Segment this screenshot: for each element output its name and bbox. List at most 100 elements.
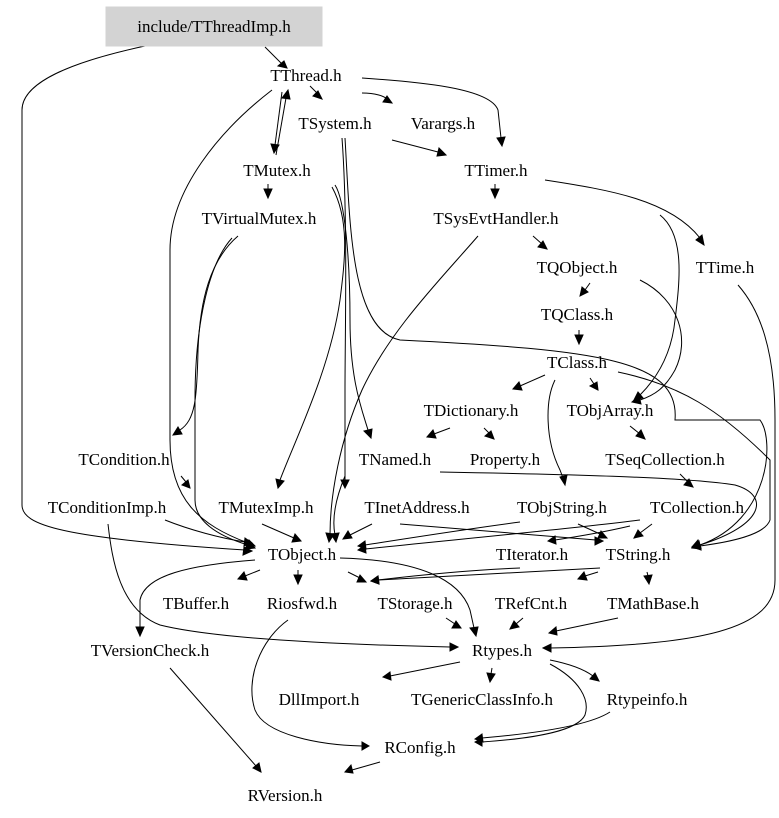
edge-tdictionary-to-tnamed	[426, 427, 451, 439]
node-tgenericclassinfo[interactable]: TGenericClassInfo.h	[411, 690, 554, 709]
edge-tcollection-to-titerator	[546, 525, 631, 545]
node-root[interactable]: include/TThreadImp.h	[137, 17, 291, 36]
edge-ttime-to-rtypes	[541, 284, 776, 653]
edge-tstring-to-tmathbase	[643, 571, 653, 586]
node-tinetaddress[interactable]: TInetAddress.h	[364, 498, 470, 517]
edge-trefcnt-to-rtypes	[509, 617, 524, 630]
node-rversion[interactable]: RVersion.h	[248, 786, 323, 805]
edge-ttimer-to-ttime	[544, 179, 705, 247]
edge-tsysevthandler-to-tqobject	[532, 235, 548, 250]
node-tmuteximp[interactable]: TMutexImp.h	[219, 498, 314, 517]
edge-tclass-to-tobjarray	[588, 377, 599, 391]
edge-tmutex-to-tvirtualmutex	[263, 184, 273, 200]
node-tconditionimp[interactable]: TConditionImp.h	[48, 498, 167, 517]
node-tobjarray[interactable]: TObjArray.h	[567, 401, 654, 420]
edge-tcollection-to-tobject	[356, 519, 641, 554]
node-tthread[interactable]: TThread.h	[270, 66, 342, 85]
node-varargs[interactable]: Varargs.h	[411, 114, 476, 133]
node-tmathbase[interactable]: TMathBase.h	[607, 594, 700, 613]
node-tclass[interactable]: TClass.h	[547, 353, 607, 372]
edge-tthread-to-varargs	[361, 92, 394, 104]
edge-tthread-to-tmutex	[270, 91, 283, 155]
node-ttimer[interactable]: TTimer.h	[464, 161, 528, 180]
edge-tsystem-to-ttimer	[391, 139, 448, 157]
edge-tconditionimp-to-tobject	[164, 519, 254, 547]
node-tcollection[interactable]: TCollection.h	[650, 498, 744, 517]
edge-tmutex-to-tmuteximp	[275, 186, 346, 490]
edge-tmutex-to-tthread	[275, 88, 291, 156]
edge-ttimer-to-tsysevthandler	[490, 184, 500, 200]
edge-tthread-to-tobject	[169, 89, 273, 548]
edge-tsysevthandler-to-tobject	[325, 235, 479, 544]
edge-tqobject-to-tqclass	[579, 282, 591, 297]
edge-tvirtualmutex-to-tcondition	[172, 235, 239, 436]
edge-tdictionary-to-property	[483, 427, 495, 440]
edge-rtypes-to-tgenericclassinfo	[486, 667, 496, 684]
node-tversioncheck[interactable]: TVersionCheck.h	[91, 641, 210, 660]
edge-tstring-to-trefcnt	[577, 571, 599, 581]
node-trefcnt[interactable]: TRefCnt.h	[495, 594, 568, 613]
edge-tobject-to-tstorage	[347, 571, 368, 583]
node-tmutex[interactable]: TMutex.h	[243, 161, 311, 180]
edge-tobject-to-rtypes	[339, 557, 479, 638]
edge-root-to-tobject	[21, 45, 254, 556]
edge-tclass-to-tdictionary	[512, 374, 546, 391]
node-tbuffer[interactable]: TBuffer.h	[163, 594, 230, 613]
edge-tcollection-to-tstring	[633, 523, 653, 539]
edge-tclass-to-tobjstring	[547, 379, 568, 487]
node-tnamed[interactable]: TNamed.h	[359, 450, 432, 469]
edge-rtypes-to-rtypeinfo	[549, 659, 600, 682]
edge-tinetaddress-to-tstring	[399, 523, 605, 546]
node-rtypeinfo[interactable]: Rtypeinfo.h	[607, 690, 688, 709]
edge-tqclass-to-tclass	[574, 330, 584, 346]
node-tstorage[interactable]: TStorage.h	[377, 594, 453, 613]
edge-rconfig-to-rversion	[344, 761, 381, 774]
edge-tstring-to-tstorage	[369, 567, 601, 585]
edge-tobject-to-riosfwd	[293, 570, 303, 586]
node-tqobject[interactable]: TQObject.h	[537, 258, 618, 277]
edge-tobject-to-tbuffer	[237, 569, 261, 581]
node-titerator[interactable]: TIterator.h	[496, 545, 569, 564]
edge-riosfwd-to-rconfig	[251, 619, 371, 751]
node-tqclass[interactable]: TQClass.h	[541, 305, 614, 324]
edge-tsystem-to-tstring	[344, 137, 768, 550]
edge-tconditionimp-to-rtypes	[107, 523, 460, 652]
node-tdictionary[interactable]: TDictionary.h	[424, 401, 519, 420]
node-tobject[interactable]: TObject.h	[268, 545, 337, 564]
file-nodes: include/TThreadImp.h TThread.h TSystem.h…	[48, 6, 755, 805]
edge-tmathbase-to-rtypes	[547, 617, 619, 636]
edge-tqobject-to-tobjarray	[630, 279, 683, 405]
node-riosfwd[interactable]: Riosfwd.h	[267, 594, 338, 613]
edge-tmutex-to-tnamed	[334, 184, 373, 440]
edge-tnamed-to-tstring	[439, 471, 757, 549]
node-tcondition[interactable]: TCondition.h	[78, 450, 170, 469]
edge-tversioncheck-to-rversion	[169, 667, 262, 773]
edge-root-to-tthread	[264, 46, 288, 69]
node-tseqcollection[interactable]: TSeqCollection.h	[605, 450, 725, 469]
node-property[interactable]: Property.h	[470, 450, 541, 469]
edge-tmuteximp-to-tobject	[261, 523, 302, 543]
root-node-box	[105, 6, 323, 47]
node-tsystem[interactable]: TSystem.h	[298, 114, 372, 133]
edge-tobject-to-tversioncheck	[135, 559, 256, 638]
node-rtypes[interactable]: Rtypes.h	[472, 641, 532, 660]
edge-tcondition-to-tconditionimp	[180, 475, 191, 489]
edge-tinetaddress-to-tobject	[342, 523, 373, 540]
node-tvirtualmutex[interactable]: TVirtualMutex.h	[202, 209, 317, 228]
node-rconfig[interactable]: RConfig.h	[384, 738, 456, 757]
node-tstring[interactable]: TString.h	[606, 545, 671, 564]
dependency-edges	[21, 45, 776, 774]
edge-rtypes-to-dllimport	[381, 661, 461, 681]
edge-ttimer-to-tobjarray	[633, 214, 680, 401]
edge-tstorage-to-rtypes	[445, 617, 462, 629]
edge-tthread-to-tsystem	[309, 85, 323, 100]
node-tobjstring[interactable]: TObjString.h	[517, 498, 607, 517]
node-dllimport[interactable]: DllImport.h	[279, 690, 360, 709]
edge-tseqcollection-to-tcollection	[679, 473, 694, 488]
edge-tnamed-to-tobject	[330, 475, 346, 544]
edge-tthread-to-ttimer	[361, 77, 506, 148]
node-ttime[interactable]: TTime.h	[696, 258, 755, 277]
edge-rtypeinfo-to-rconfig	[473, 711, 611, 743]
node-tsysevthandler[interactable]: TSysEvtHandler.h	[433, 209, 559, 228]
